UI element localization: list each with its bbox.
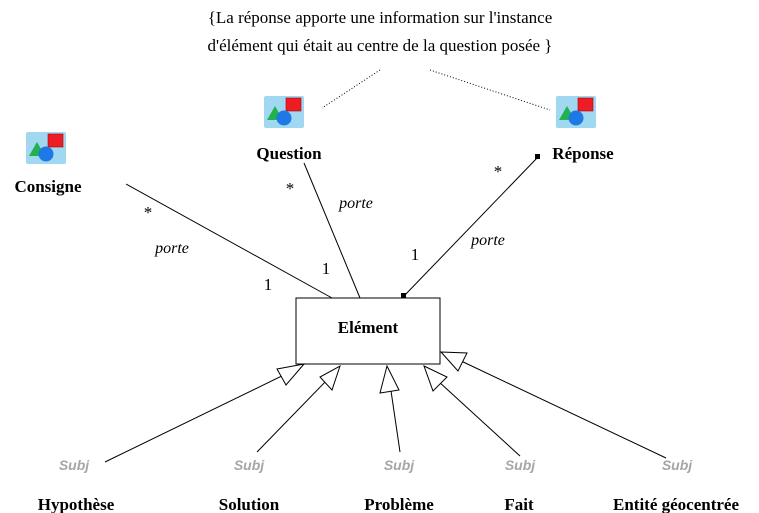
subj-icon: Subj bbox=[662, 457, 693, 473]
solution-label: Solution bbox=[219, 495, 280, 513]
question-association-line bbox=[303, 162, 361, 299]
consigne-multiplicity-source: * bbox=[144, 203, 153, 222]
subj-icon: Subj bbox=[384, 457, 415, 473]
reponse-multiplicity-target: 1 bbox=[411, 245, 420, 264]
subj-icon: Subj bbox=[505, 457, 536, 473]
probleme-label: Problème bbox=[364, 495, 434, 513]
reponse-role-label: porte bbox=[470, 232, 505, 249]
fait-label: Fait bbox=[504, 495, 534, 513]
entite-generalization-arrow bbox=[439, 351, 468, 372]
element-class-label: Elément bbox=[338, 318, 399, 337]
note-line-1: {La réponse apporte une information sur … bbox=[208, 8, 553, 27]
shapes-icon bbox=[555, 95, 597, 129]
fait-generalization-line bbox=[437, 380, 521, 457]
consigne-label: Consigne bbox=[14, 177, 82, 196]
probleme-generalization-arrow bbox=[379, 364, 400, 394]
entite-generalization-line bbox=[458, 359, 667, 459]
subj-icon: Subj bbox=[59, 457, 90, 473]
probleme-generalization-line bbox=[389, 383, 401, 453]
consigne-association-line bbox=[125, 183, 333, 299]
reponse-label: Réponse bbox=[552, 144, 614, 163]
solution-generalization-line bbox=[256, 378, 329, 453]
hypothese-generalization-arrow bbox=[276, 363, 306, 386]
entite-geocentree-label: Entité géocentrée bbox=[613, 495, 739, 513]
note-line-2: d'élément qui était au centre de la ques… bbox=[208, 36, 553, 55]
consigne-role-label: porte bbox=[154, 240, 189, 257]
fait-generalization-arrow bbox=[423, 365, 448, 392]
shapes-icon bbox=[263, 95, 305, 129]
question-multiplicity-source: * bbox=[286, 179, 295, 198]
note-link-reponse bbox=[429, 69, 551, 111]
subj-icon: Subj bbox=[234, 457, 265, 473]
element-end-marker bbox=[401, 293, 406, 298]
consigne-multiplicity-target: 1 bbox=[264, 275, 273, 294]
hypothese-generalization-line bbox=[104, 371, 291, 463]
reponse-association-line bbox=[403, 156, 539, 297]
hypothese-label: Hypothèse bbox=[38, 495, 115, 513]
solution-generalization-arrow bbox=[319, 364, 341, 391]
question-multiplicity-target: 1 bbox=[322, 259, 331, 278]
note-link-question bbox=[321, 69, 381, 109]
shapes-icon bbox=[25, 131, 67, 165]
reponse-multiplicity-source: * bbox=[494, 162, 503, 181]
question-role-label: porte bbox=[338, 195, 373, 212]
element-class-box[interactable] bbox=[295, 297, 441, 365]
question-label: Question bbox=[256, 144, 322, 163]
reponse-end-marker bbox=[535, 154, 540, 159]
